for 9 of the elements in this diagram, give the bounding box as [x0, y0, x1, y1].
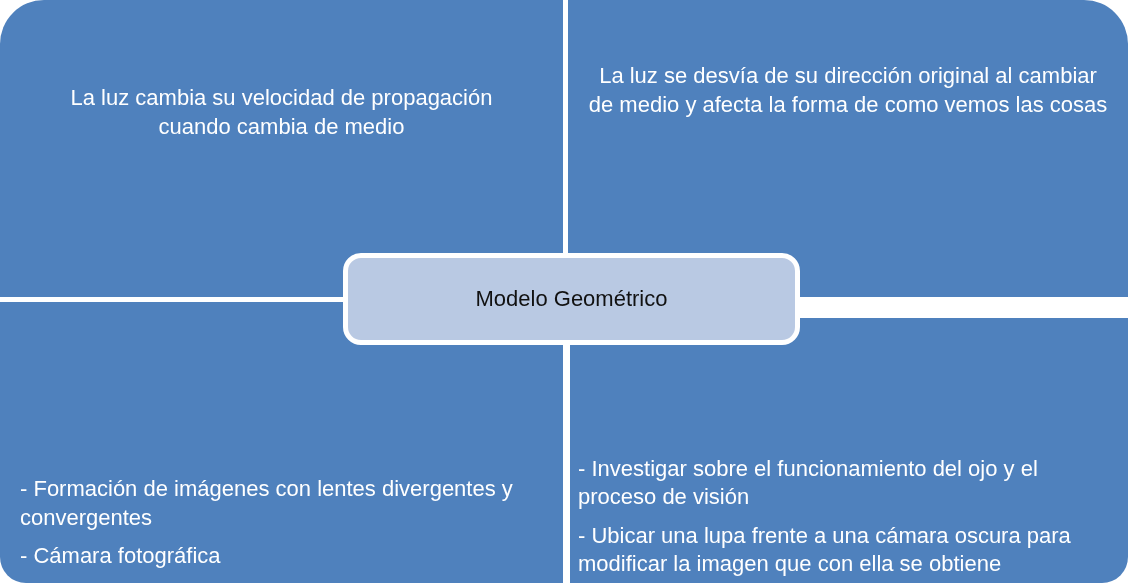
central-box	[343, 253, 800, 345]
panel-text: - Formación de imágenes con lentes divergentes y convergentes	[20, 475, 514, 532]
panel-text: La luz cambia su velocidad de propagación cuando cambia de medio	[69, 84, 494, 141]
panel-text: La luz se desvía de su dirección original al cambiar de medio y afecta la forma de como vemos las cosas	[587, 62, 1109, 119]
panel-text: - Investigar sobre el funcionamiento del ojo y el proceso de visión	[578, 454, 1039, 512]
central-title: Modelo Geométrico	[475, 286, 668, 312]
panel-text: - Ubicar una lupa frente a una cámara oscura para modificar la imagen que con ella se obtiene	[578, 521, 1072, 579]
panel-text: - Cámara fotográfica	[20, 542, 222, 571]
quadrant-panel	[570, 318, 1128, 583]
